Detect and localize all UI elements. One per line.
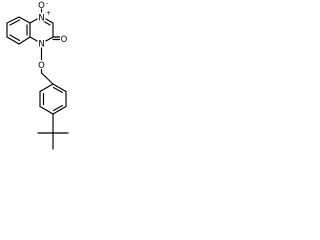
atom-labels: N + O - N O O	[37, 0, 68, 71]
double-bond-inner	[52, 86, 64, 94]
ring-nitrogen-atom: N	[38, 40, 44, 50]
bond	[39, 105, 54, 115]
bond	[40, 72, 54, 85]
oxide-oxygen-atom: O	[38, 1, 45, 11]
pyrazinone-ring	[29, 7, 61, 43]
double-bond-inner	[9, 34, 21, 42]
bond	[18, 16, 31, 24]
molecule-diagram: N + O - N O O	[6, 0, 69, 150]
bond	[29, 17, 39, 24]
double-bond-inner	[9, 19, 21, 26]
bond	[52, 83, 67, 93]
bond	[52, 105, 67, 115]
tert-butyl-group	[37, 113, 69, 150]
bond	[44, 17, 54, 24]
n-oxide-atom: N	[38, 14, 44, 24]
oxide-charge: -	[46, 0, 48, 7]
bond	[44, 36, 54, 43]
double-bond-inner	[52, 104, 64, 112]
double-bond-inner	[43, 20, 51, 26]
carbonyl-oxygen-atom: O	[61, 35, 68, 45]
oxymethyl-linker	[40, 46, 54, 85]
bond	[6, 36, 20, 45]
phenyl-ring	[39, 83, 67, 115]
bond	[18, 36, 31, 45]
n-oxide-charge: +	[46, 10, 51, 17]
bond	[29, 36, 39, 43]
bond	[39, 83, 54, 93]
ether-oxygen-atom: O	[38, 61, 45, 71]
benzo-ring	[6, 16, 31, 45]
bond	[6, 16, 20, 24]
